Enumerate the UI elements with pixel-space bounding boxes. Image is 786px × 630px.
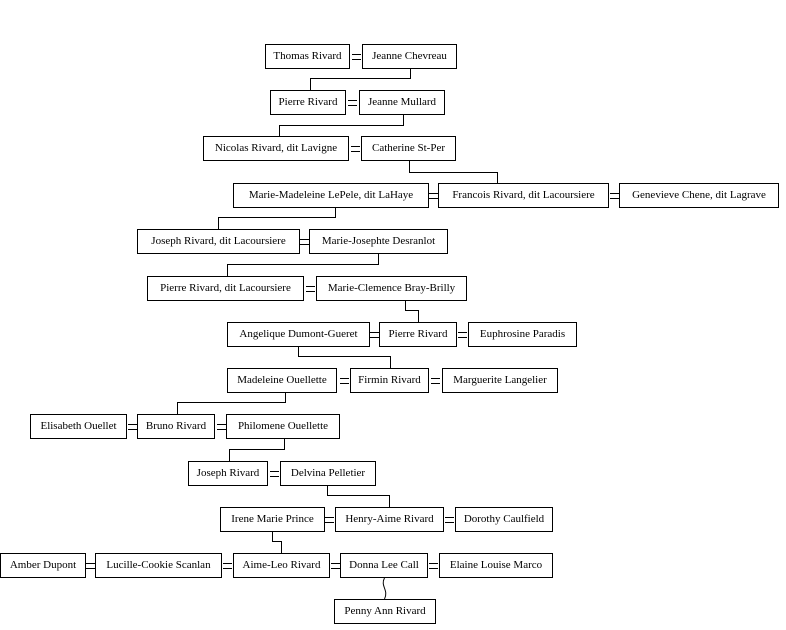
person-madeleine-ouellette[interactable]: Madeleine Ouellette [227, 368, 337, 393]
marriage-link [429, 193, 438, 199]
marriage-link [458, 332, 467, 338]
person-penny-ann-rivard[interactable]: Penny Ann Rivard [334, 599, 436, 624]
person-henry-aime-rivard[interactable]: Henry-Aime Rivard [335, 507, 444, 532]
descent-line [409, 161, 498, 183]
person-firmin-rivard[interactable]: Firmin Rivard [350, 368, 429, 393]
descent-line [405, 301, 419, 322]
person-dorothy-caulfield[interactable]: Dorothy Caulfield [455, 507, 553, 532]
marriage-link [223, 563, 232, 569]
person-amber-dupont[interactable]: Amber Dupont [0, 553, 86, 578]
marriage-link [352, 54, 361, 60]
person-catherine-st-per[interactable]: Catherine St-Per [361, 136, 456, 161]
person-jeanne-mullard[interactable]: Jeanne Mullard [359, 90, 445, 115]
person-euphrosine-paradis[interactable]: Euphrosine Paradis [468, 322, 577, 347]
person-philomene-ouellette[interactable]: Philomene Ouellette [226, 414, 340, 439]
person-pierre-rivard-lacoursiere[interactable]: Pierre Rivard, dit Lacoursiere [147, 276, 304, 301]
descent-line [310, 69, 411, 90]
person-francois-rivard[interactable]: Francois Rivard, dit Lacoursiere [438, 183, 609, 208]
marriage-link [306, 286, 315, 292]
descent-line [327, 486, 390, 507]
marriage-link [217, 424, 226, 430]
person-delvina-pelletier[interactable]: Delvina Pelletier [280, 461, 376, 486]
person-nicolas-rivard[interactable]: Nicolas Rivard, dit Lavigne [203, 136, 349, 161]
person-pierre-rivard[interactable]: Pierre Rivard [270, 90, 346, 115]
marriage-link [351, 146, 360, 152]
person-donna-lee-call[interactable]: Donna Lee Call [340, 553, 428, 578]
marriage-link [86, 563, 95, 569]
person-marie-josephte-desranlot[interactable]: Marie-Josephte Desranlot [309, 229, 448, 254]
person-elaine-louise-marco[interactable]: Elaine Louise Marco [439, 553, 553, 578]
marriage-link [128, 424, 137, 430]
person-jeanne-chevreau[interactable]: Jeanne Chevreau [362, 44, 457, 69]
person-marguerite-langelier[interactable]: Marguerite Langelier [442, 368, 558, 393]
person-joseph-rivard[interactable]: Joseph Rivard [188, 461, 268, 486]
marriage-link [300, 239, 309, 245]
marriage-link [331, 563, 340, 569]
person-joseph-rivard-lacoursiere[interactable]: Joseph Rivard, dit Lacoursiere [137, 229, 300, 254]
person-marie-madeleine-lepele[interactable]: Marie-Madeleine LePele, dit LaHaye [233, 183, 429, 208]
descent-line [298, 347, 391, 368]
person-marie-clemence-bray-brilly[interactable]: Marie-Clemence Bray-Brilly [316, 276, 467, 301]
person-pierre-rivard-gen7[interactable]: Pierre Rivard [379, 322, 457, 347]
descent-line [218, 208, 336, 229]
marriage-link [431, 378, 440, 384]
person-elisabeth-ouellet[interactable]: Elisabeth Ouellet [30, 414, 127, 439]
person-lucille-cookie-scanlan[interactable]: Lucille-Cookie Scanlan [95, 553, 222, 578]
descent-line [227, 254, 379, 276]
marriage-link [610, 193, 619, 199]
person-genevieve-chene[interactable]: Genevieve Chene, dit Lagrave [619, 183, 779, 208]
marriage-link [429, 563, 438, 569]
descent-line [177, 393, 286, 414]
descent-line [272, 532, 282, 553]
person-irene-marie-prince[interactable]: Irene Marie Prince [220, 507, 325, 532]
marriage-link [340, 378, 349, 384]
descent-line [229, 439, 285, 461]
person-aime-leo-rivard[interactable]: Aime-Leo Rivard [233, 553, 330, 578]
marriage-link [348, 100, 357, 106]
marriage-link [270, 471, 279, 477]
descent-line [279, 115, 404, 136]
marriage-link [445, 517, 454, 523]
marriage-link [325, 517, 334, 523]
person-angelique-dumont-gueret[interactable]: Angelique Dumont-Gueret [227, 322, 370, 347]
marriage-link [370, 332, 379, 338]
descent-line [382, 577, 387, 600]
person-bruno-rivard[interactable]: Bruno Rivard [137, 414, 215, 439]
person-thomas-rivard[interactable]: Thomas Rivard [265, 44, 350, 69]
